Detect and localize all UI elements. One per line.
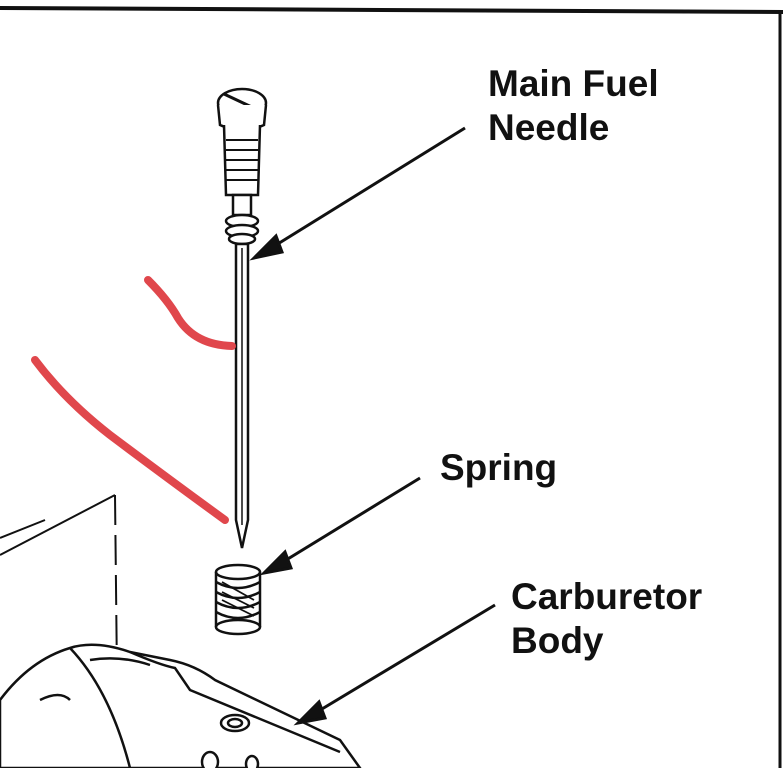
annotation-marker-strokes — [31, 276, 236, 524]
main-fuel-needle-icon — [216, 87, 268, 549]
carburetor-body-label-line2: Body — [511, 620, 604, 661]
spring-label-line1: Spring — [440, 447, 558, 488]
main-fuel-needle-label-line2: Needle — [488, 107, 610, 148]
spring-label: Spring — [440, 446, 557, 490]
carburetor-body-icon — [0, 643, 362, 768]
main-fuel-needle-label: Main Fuel Needle — [488, 62, 659, 150]
carburetor-body-label-line1: Carburetor — [511, 576, 703, 617]
figure-frame — [0, 6, 783, 768]
carburetor-body-label: Carburetor Body — [511, 575, 702, 663]
main-fuel-needle-label-line1: Main Fuel — [488, 63, 659, 104]
spring-icon — [214, 563, 262, 636]
leader-arrow-icon — [249, 126, 496, 726]
